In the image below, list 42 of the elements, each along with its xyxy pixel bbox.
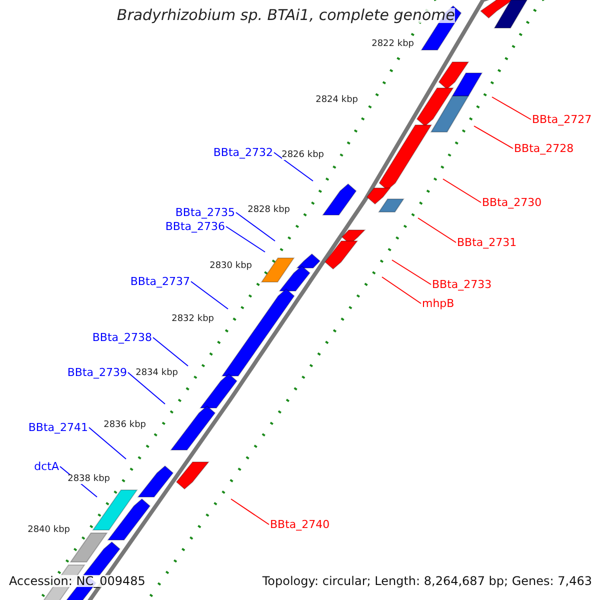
gene-label: BBta_2733 xyxy=(432,279,492,290)
gene-label: BBta_2731 xyxy=(457,237,517,248)
leader-line xyxy=(392,260,432,285)
tick-label: 2840 kbp xyxy=(28,526,70,535)
gene-label: BBta_2740 xyxy=(270,519,330,530)
gene-label: mhpB xyxy=(422,298,454,309)
gene-label: BBta_2727 xyxy=(532,114,592,125)
tick-label: 2838 kbp xyxy=(68,475,110,484)
leader-line xyxy=(88,427,126,460)
leader-line xyxy=(226,226,266,252)
tick-label: 2832 kbp xyxy=(172,315,214,324)
leader-line xyxy=(230,498,270,525)
leader-line xyxy=(418,218,456,243)
gene-label: BBta_2735 xyxy=(175,207,235,218)
gene-label: BBta_2739 xyxy=(67,367,127,378)
gene-label: BBta_2738 xyxy=(92,332,152,343)
gene-label: BBta_2741 xyxy=(28,422,88,433)
tick-label: 2828 kbp xyxy=(248,206,290,215)
gene-label: BBta_2730 xyxy=(482,197,542,208)
gene-label: BBta_2732 xyxy=(213,147,273,158)
genome-info-text: Topology: circular; Length: 8,264,687 bp; Genes: 7,463 xyxy=(262,575,592,587)
leader-line xyxy=(382,276,422,304)
tick-label: 2822 kbp xyxy=(372,40,414,49)
leader-line xyxy=(492,96,532,120)
leader-line xyxy=(236,212,276,242)
gene-label: BBta_2736 xyxy=(165,221,225,232)
tick-label: 2824 kbp xyxy=(316,96,358,105)
accession-text: Accession: NC_009485 xyxy=(9,575,146,587)
leader-line xyxy=(442,178,482,203)
gene-label: BBta_2728 xyxy=(514,143,574,154)
gene-label: dctA xyxy=(34,461,59,472)
tick-label: 2830 kbp xyxy=(210,262,252,271)
tick-label: 2836 kbp xyxy=(104,421,146,430)
leader-line xyxy=(474,126,514,149)
gene-label: BBta_2737 xyxy=(130,276,190,287)
leader-line xyxy=(128,372,166,404)
leader-line xyxy=(274,152,314,182)
tick-label: 2834 kbp xyxy=(136,369,178,378)
leader-line xyxy=(190,281,228,310)
diagram-title: Bradyrhizobium sp. BTAi1, complete genome xyxy=(116,8,455,23)
leader-line xyxy=(152,337,188,366)
tick-label: 2826 kbp xyxy=(282,151,324,160)
